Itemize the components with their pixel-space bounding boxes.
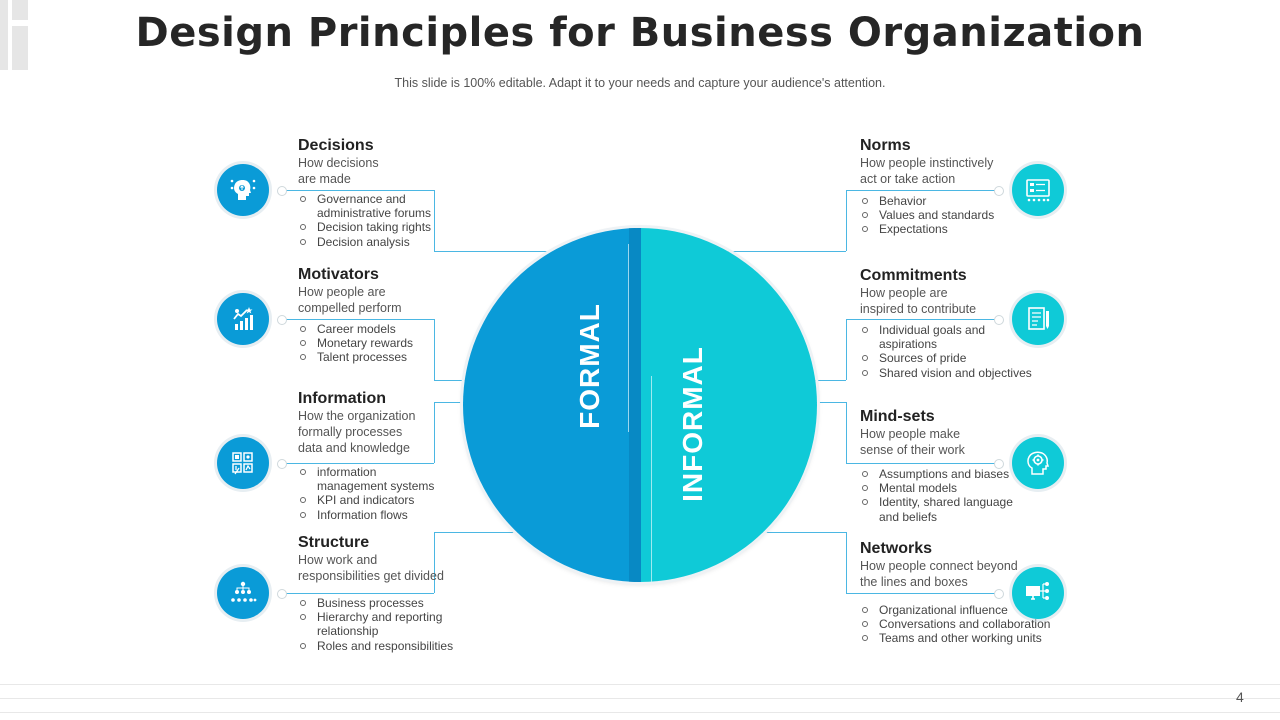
- mind-sets-block: Mind-sets How people make sense of their…: [860, 408, 1013, 524]
- list-item: Decision taking rights: [298, 220, 431, 234]
- list-item: Information flows: [298, 508, 434, 522]
- block-title: Commitments: [860, 267, 967, 284]
- data-grid-icon: [217, 437, 269, 489]
- list-item: Assumptions and biases: [860, 467, 1013, 481]
- list-item: Behavior: [860, 194, 994, 208]
- formal-informal-circle: [463, 228, 817, 582]
- slide-title: Design Principles for Business Organizat…: [135, 10, 1145, 56]
- block-title: Structure: [298, 534, 370, 551]
- document-pen-icon: [1012, 293, 1064, 345]
- connector-dot: [277, 589, 287, 599]
- commitments-block: Commitments How people are inspired to c…: [860, 267, 1032, 380]
- list-item: Conversations and collaboration: [860, 617, 1050, 631]
- bullet-list: Career models Monetary rewards Talent pr…: [298, 322, 413, 365]
- list-item: Teams and other working units: [860, 631, 1050, 645]
- list-item: Organizational influence: [860, 603, 1050, 617]
- hierarchy-icon: [217, 567, 269, 619]
- block-title: Mind-sets: [860, 408, 935, 425]
- bullet-list: Business processes Hierarchy and reporti…: [298, 596, 453, 653]
- list-item: Shared vision and objectives: [860, 366, 1032, 380]
- page-number: 4: [1236, 689, 1244, 705]
- footer-divider: [0, 684, 1280, 685]
- connector-dot: [277, 186, 287, 196]
- connector-dot: [994, 459, 1004, 469]
- footer-divider: [0, 712, 1280, 713]
- list-item: Roles and responsibilities: [298, 639, 453, 653]
- informal-label: INFORMAL: [677, 346, 708, 502]
- list-item: Career models: [298, 322, 413, 336]
- networks-block: Networks How people connect beyond the l…: [860, 540, 1051, 646]
- formal-half: [463, 228, 640, 582]
- list-item: Mental models: [860, 481, 1013, 495]
- connector-dot: [994, 315, 1004, 325]
- structure-block: Structure How work and responsibilities …: [298, 534, 454, 653]
- block-title: Motivators: [298, 266, 379, 283]
- list-item: Decision analysis: [298, 235, 431, 249]
- block-title: Networks: [860, 540, 933, 557]
- information-block: Information How the organization formall…: [298, 390, 435, 522]
- bullet-list: Assumptions and biases Mental models Ide…: [860, 467, 1013, 524]
- network-computer-icon: [1012, 567, 1064, 619]
- block-title: Information: [298, 390, 386, 407]
- list-item: KPI and indicators: [298, 493, 434, 507]
- list-item: Monetary rewards: [298, 336, 413, 350]
- bullet-list: Behavior Values and standards Expectatio…: [860, 194, 994, 237]
- list-item: Values and standards: [860, 208, 994, 222]
- connector-dot: [277, 315, 287, 325]
- formal-label: FORMAL: [574, 303, 605, 429]
- list-item: Business processes: [298, 596, 453, 610]
- footer-divider: [0, 698, 1280, 699]
- list-item: Expectations: [860, 222, 994, 236]
- growth-chart-icon: [217, 293, 269, 345]
- connector-dot: [277, 459, 287, 469]
- slide-subtitle: This slide is 100% editable. Adapt it to…: [394, 76, 886, 90]
- block-title: Decisions: [298, 137, 374, 154]
- informal-half: [641, 228, 817, 582]
- list-item: Talent processes: [298, 350, 413, 364]
- corner-decoration: [0, 0, 30, 70]
- head-gear-icon: [217, 164, 269, 216]
- list-item: Sources of pride: [860, 351, 1032, 365]
- bullet-list: Organizational influence Conversations a…: [860, 603, 1050, 646]
- connector-dot: [994, 186, 1004, 196]
- board-icon: [1012, 164, 1064, 216]
- motivators-block: Motivators How people are compelled perf…: [298, 266, 414, 365]
- connector-dot: [994, 589, 1004, 599]
- block-title: Norms: [860, 137, 911, 154]
- mind-gear-icon: [1012, 437, 1064, 489]
- norms-block: Norms How people instinctively act or ta…: [860, 137, 995, 237]
- decisions-block: Decisions How decisions are made Governa…: [298, 137, 432, 249]
